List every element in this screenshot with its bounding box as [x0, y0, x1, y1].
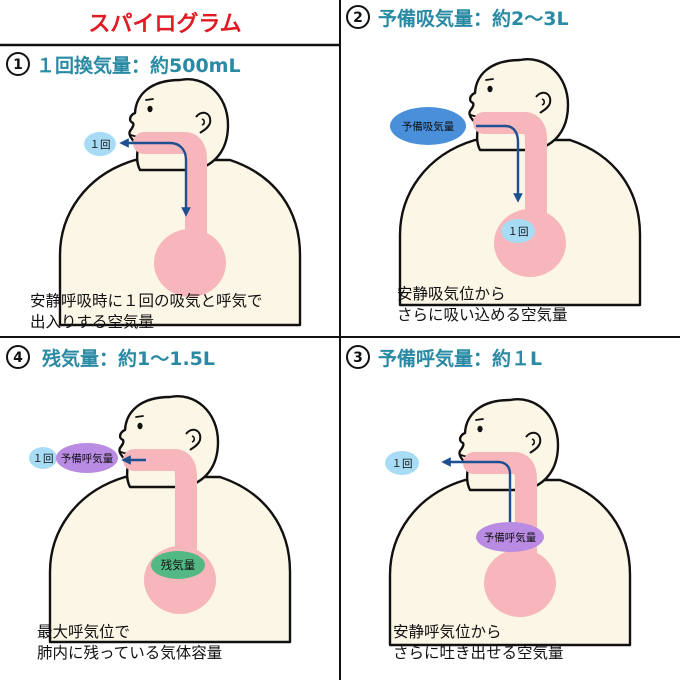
tidal-bubble-label: １回: [392, 458, 413, 470]
panel-residual-volume: 4 残気量：約1〜1.5L １回 予備呼気量 残気量 最大呼気位で 肺内に残って…: [7, 346, 290, 662]
panel-heading: 残気量：約1〜1.5L: [42, 347, 215, 370]
panel-number: 2: [353, 10, 363, 26]
panel-number: 4: [13, 350, 23, 366]
person-figure: [400, 59, 640, 305]
person-figure: [50, 396, 290, 642]
tidal-bubble-label: １回: [90, 139, 111, 151]
main-title: スパイログラム: [88, 11, 241, 37]
caption-line-2: さらに吐き出せる空気量: [393, 644, 564, 662]
caption-line-1: 安静呼気位から: [393, 623, 502, 641]
caption-line-1: 最大呼気位で: [37, 623, 130, 641]
person-figure: [60, 79, 300, 325]
panel-heading: １回換気量：約500mL: [36, 54, 241, 77]
expiratory-reserve-bubble-label: 予備呼気量: [484, 531, 537, 544]
caption-line-2: 出入りする空気量: [30, 313, 154, 331]
caption-line-2: 肺内に残っている気体容量: [37, 644, 222, 662]
panel-inspiratory-reserve: 2 予備吸気量：約2〜3L 予備吸気量 １回 安静吸気位から さらに吸い込める空…: [347, 6, 640, 324]
caption-line-1: 安静吸気位から: [397, 285, 506, 303]
panel-heading: 予備吸気量：約2〜3L: [378, 7, 569, 30]
residual-bubble-label: 残気量: [161, 558, 196, 572]
panel-number: 1: [13, 57, 23, 73]
caption-line-1: 安静呼吸時に１回の吸気と呼気で: [30, 292, 263, 310]
tidal-bubble-label: １回: [508, 226, 529, 238]
caption-line-2: さらに吸い込める空気量: [397, 306, 568, 324]
panel-number: 3: [353, 350, 363, 366]
expiratory-reserve-bubble-label: 予備呼気量: [61, 452, 114, 465]
inspiratory-reserve-bubble-label: 予備吸気量: [402, 120, 455, 133]
panel-tidal-volume: 1 １回換気量：約500mL １回 安静呼吸時に１回の吸気と呼気で 出入りする空…: [7, 53, 300, 331]
tidal-bubble-label: １回: [33, 453, 54, 465]
panel-expiratory-reserve: 3 予備呼気量：約１L １回 予備呼気量 安静呼気位から さらに吐き出せる空気量: [347, 346, 630, 662]
panel-heading: 予備呼気量：約１L: [378, 347, 542, 370]
